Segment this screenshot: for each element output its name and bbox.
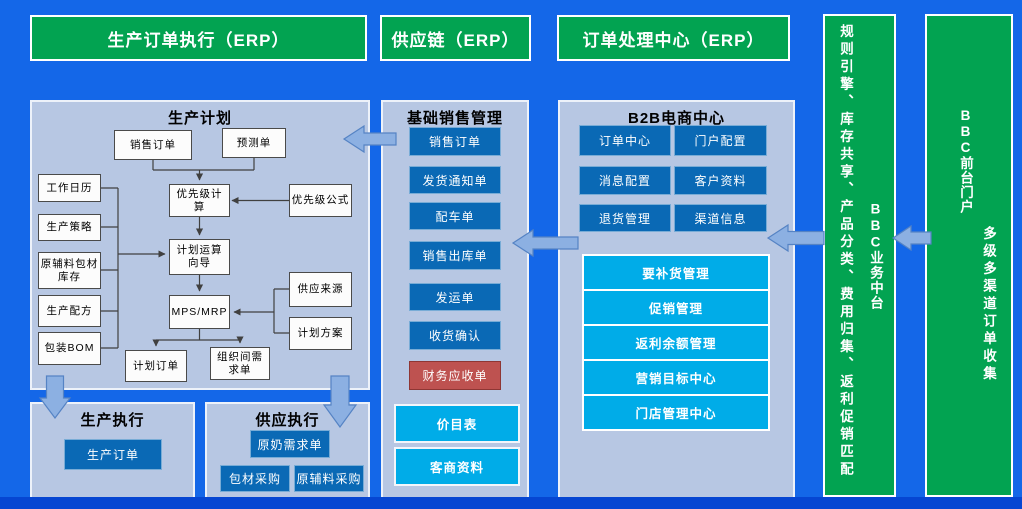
node-plan-order: 计划订单 bbox=[125, 350, 187, 382]
connector-right-bus bbox=[273, 288, 289, 334]
box-portal-config: 门户配置 bbox=[674, 125, 767, 156]
basic-sales-title: 基础销售管理 bbox=[406, 110, 503, 127]
supply-execution-title: 供应执行 bbox=[255, 412, 320, 429]
box-replenishment-management: 要补货管理 bbox=[582, 254, 770, 291]
bbc-middle-platform-bar: 规则引擎、库存共享、产品分类、费用归集、返利促销匹配 BBC业务中台 bbox=[823, 14, 896, 497]
middle-platform-title-text: BBC业务中台 bbox=[868, 200, 883, 311]
b2b-center-title: B2B电商中心 bbox=[627, 110, 725, 127]
box-marketing-target-center: 营销目标中心 bbox=[582, 359, 770, 396]
box-sales-outbound: 销售出库单 bbox=[409, 241, 501, 270]
box-finance-receivable: 财务应收单 bbox=[409, 361, 501, 390]
production-execution-title: 生产执行 bbox=[80, 412, 145, 429]
node-mps-mrp: MPS/MRP bbox=[169, 295, 230, 329]
node-sales-order: 销售订单 bbox=[114, 130, 192, 160]
front-portal-desc-text: 多级多渠道订单收集 bbox=[981, 226, 996, 384]
b2b-center-panel: B2B电商中心 订单中心 门户配置 消息配置 客户资料 退货管理 渠道信息 要补… bbox=[558, 100, 795, 503]
production-planning-panel: 生产计划 销售订单 预测单 bbox=[30, 100, 370, 390]
box-promotion-management: 促销管理 bbox=[582, 289, 770, 326]
box-returns-management: 退货管理 bbox=[579, 204, 671, 232]
header-order-processing-center: 订单处理中心（ERP） bbox=[557, 15, 790, 61]
middle-platform-capabilities-text: 规则引擎、库存共享、产品分类、费用归集、返利促销匹配 bbox=[838, 24, 853, 479]
production-planning-title: 生产计划 bbox=[167, 110, 232, 127]
header-supply-chain: 供应链（ERP） bbox=[380, 15, 531, 61]
basic-sales-panel: 基础销售管理 销售订单 发货通知单 配车单 销售出库单 发运单 收货确认 财务应… bbox=[381, 100, 529, 503]
node-packaging-bom: 包装BOM bbox=[38, 332, 101, 365]
box-customer-data: 客商资料 bbox=[394, 447, 520, 486]
box-shipping-notice: 发货通知单 bbox=[409, 166, 501, 194]
node-production-recipe: 生产配方 bbox=[38, 295, 101, 327]
node-raw-pack-inventory: 原辅料包材库存 bbox=[38, 252, 101, 289]
box-price-list: 价目表 bbox=[394, 404, 520, 443]
box-client-data: 客户资料 bbox=[674, 166, 767, 195]
supply-execution-panel: 供应执行 原奶需求单 包材采购 原辅料采购 bbox=[205, 402, 370, 502]
node-interorg-demand: 组织间需求单 bbox=[210, 347, 270, 380]
flowchart-connectors bbox=[101, 158, 289, 349]
box-rebate-balance-management: 返利余额管理 bbox=[582, 324, 770, 361]
node-supply-source: 供应来源 bbox=[289, 272, 352, 307]
box-vehicle-dispatch: 配车单 bbox=[409, 202, 501, 230]
node-forecast: 预测单 bbox=[222, 128, 286, 158]
node-priority-calc: 优先级计算 bbox=[169, 184, 230, 217]
connector-orders-join bbox=[152, 158, 255, 171]
connector-mps-split bbox=[156, 329, 240, 341]
production-execution-panel: 生产执行 生产订单 bbox=[30, 402, 195, 502]
box-channel-info: 渠道信息 bbox=[674, 204, 767, 232]
bottom-accent-strip bbox=[0, 497, 1022, 509]
bbc-front-portal-bar: BBC前台门户 多级多渠道订单收集 bbox=[925, 14, 1013, 497]
box-production-order: 生产订单 bbox=[64, 439, 162, 470]
header-production-order-execution: 生产订单执行（ERP） bbox=[30, 15, 367, 61]
box-raw-material-purchase: 原辅料采购 bbox=[294, 465, 364, 492]
box-message-config: 消息配置 bbox=[579, 166, 671, 195]
node-plan-scheme: 计划方案 bbox=[289, 317, 352, 350]
b2b-middle-platform-list: 要补货管理 促销管理 返利余额管理 营销目标中心 门店管理中心 bbox=[582, 254, 770, 431]
box-raw-milk-demand: 原奶需求单 bbox=[250, 430, 330, 458]
box-shipment-order: 发运单 bbox=[409, 283, 501, 311]
connector-left-bus bbox=[101, 187, 119, 349]
node-plan-wizard: 计划运算向导 bbox=[169, 239, 230, 275]
box-sales-order: 销售订单 bbox=[409, 127, 501, 156]
box-order-center: 订单中心 bbox=[579, 125, 671, 156]
node-priority-formula: 优先级公式 bbox=[289, 184, 352, 217]
box-receipt-confirmation: 收货确认 bbox=[409, 321, 501, 350]
node-work-calendar: 工作日历 bbox=[38, 174, 101, 202]
box-store-management-center: 门店管理中心 bbox=[582, 394, 770, 431]
node-production-strategy: 生产策略 bbox=[38, 214, 101, 241]
front-portal-title-text: BBC前台门户 bbox=[958, 108, 973, 214]
box-packaging-purchase: 包材采购 bbox=[220, 465, 290, 492]
